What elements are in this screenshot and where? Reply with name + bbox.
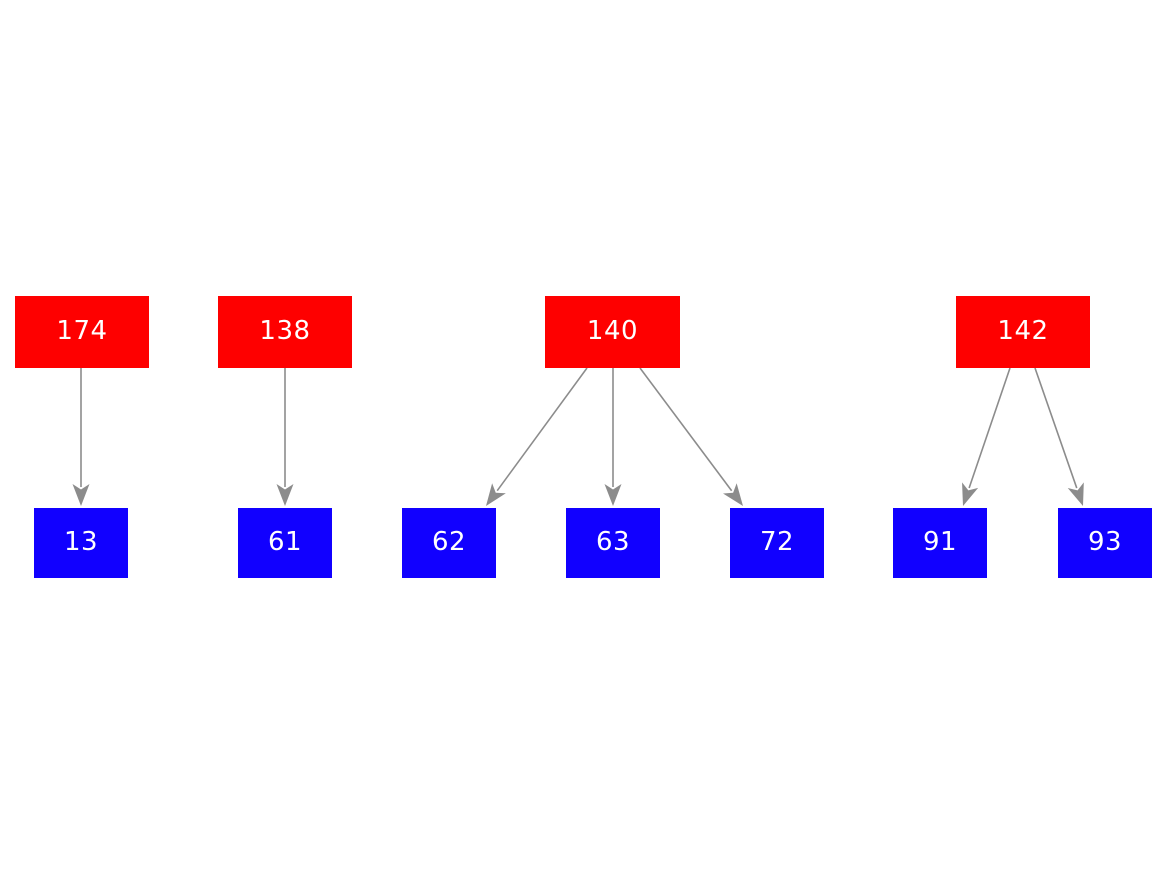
graph-node-138[interactable]: 138 [218, 296, 352, 368]
edge-arrowhead-icon [962, 482, 979, 506]
edge-line [968, 367, 1011, 489]
graph-node-62[interactable]: 62 [402, 508, 496, 578]
graph-node-label: 62 [431, 527, 467, 557]
edge-arrowhead-icon [604, 484, 622, 506]
graph-node-91[interactable]: 91 [893, 508, 987, 578]
graph-node-label: 13 [63, 527, 99, 557]
graph-node-140[interactable]: 140 [545, 296, 680, 368]
edge-arrowhead-icon [1067, 482, 1084, 506]
edge-line [496, 367, 588, 492]
edge-arrowhead-icon [486, 483, 506, 506]
graph-node-label: 72 [759, 527, 795, 557]
graph-node-63[interactable]: 63 [566, 508, 660, 578]
graph-node-174[interactable]: 174 [15, 296, 149, 368]
edge-line [1034, 367, 1078, 489]
graph-edge [639, 367, 743, 506]
graph-node-61[interactable]: 61 [238, 508, 332, 578]
graph-node-142[interactable]: 142 [956, 296, 1090, 368]
graph-edge [962, 367, 1011, 506]
edge-arrowhead-icon [723, 483, 743, 506]
edge-arrowhead-icon [72, 484, 90, 506]
graph-edge [486, 367, 588, 506]
graph-node-label: 174 [56, 316, 108, 346]
graph-node-72[interactable]: 72 [730, 508, 824, 578]
graph-node-label: 61 [267, 527, 303, 557]
graph-node-label: 142 [997, 316, 1049, 346]
graph-node-label: 63 [595, 527, 631, 557]
graph-edge [72, 368, 90, 506]
graph-node-label: 140 [586, 316, 639, 346]
graph-edge [1034, 367, 1084, 506]
graph-node-label: 93 [1087, 527, 1123, 557]
graph-edge [604, 368, 622, 506]
edge-arrowhead-icon [276, 484, 294, 506]
graph-node-13[interactable]: 13 [34, 508, 128, 578]
edge-line [639, 367, 733, 492]
graph-edge [276, 368, 294, 506]
graph-node-label: 138 [259, 316, 311, 346]
graph-node-93[interactable]: 93 [1058, 508, 1152, 578]
graph-node-label: 91 [922, 527, 958, 557]
